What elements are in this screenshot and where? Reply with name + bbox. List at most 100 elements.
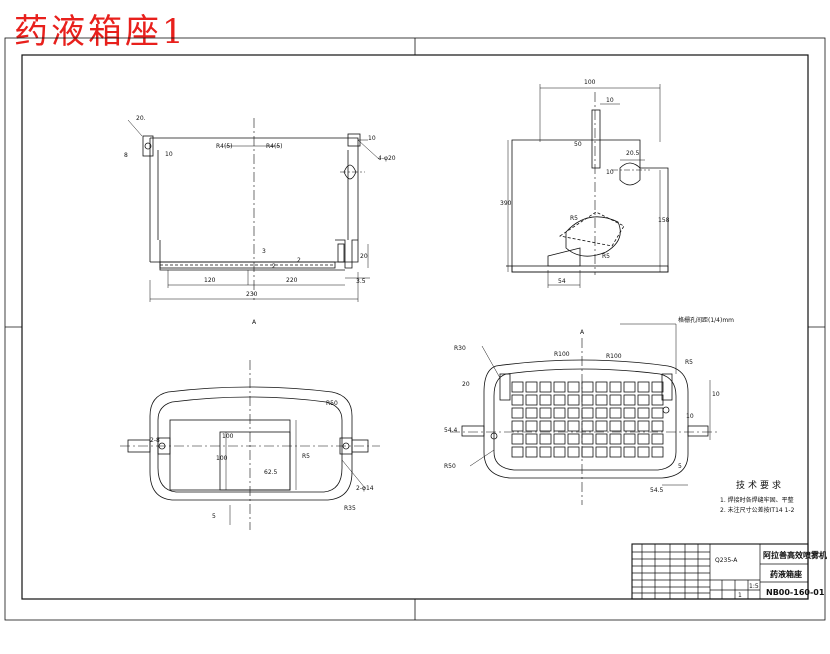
tech-note-line: 1. 焊接时各焊缝牢固、平整 bbox=[720, 496, 794, 504]
grille-slot bbox=[553, 420, 566, 432]
dim-label: 4-φ20 bbox=[378, 155, 396, 162]
tech-notes-heading: 技术要求 bbox=[736, 479, 784, 491]
grille-slot bbox=[511, 446, 524, 458]
dim-label: 5 bbox=[678, 463, 682, 470]
grille-slot bbox=[609, 407, 622, 419]
grille-slot bbox=[539, 420, 552, 432]
grille-slot bbox=[539, 433, 552, 445]
bottom-right-view bbox=[450, 323, 720, 505]
grille-slot bbox=[539, 381, 552, 393]
dim-label: 8 bbox=[124, 152, 128, 159]
dim-label: 2 bbox=[272, 263, 276, 270]
grille-slot bbox=[595, 381, 608, 393]
grille-slot bbox=[637, 381, 650, 393]
grille-slot bbox=[567, 381, 580, 393]
grille-slot bbox=[595, 394, 608, 406]
grille-slot bbox=[609, 446, 622, 458]
grille-slot bbox=[567, 446, 580, 458]
dim-label: R50 bbox=[326, 400, 338, 407]
dim-label: R5 bbox=[685, 359, 693, 366]
grille-slot bbox=[511, 394, 524, 406]
dim-label: 20 bbox=[462, 381, 470, 388]
dim-label: 100 bbox=[222, 433, 234, 440]
grille-slot bbox=[651, 420, 664, 432]
front-view-dimensions: 20. 8 10 R4(5) R4(5) 10 4-φ20 3 2 20 2 1… bbox=[124, 115, 396, 326]
grille-slot bbox=[623, 394, 636, 406]
grille-slot bbox=[651, 394, 664, 406]
dim-label: 158 bbox=[658, 217, 670, 224]
grille-slot bbox=[595, 407, 608, 419]
part-name: 药液箱座 bbox=[770, 569, 802, 579]
grille-slots bbox=[511, 381, 664, 458]
dim-label: R5 bbox=[602, 253, 610, 260]
grille-slot bbox=[553, 433, 566, 445]
title-block bbox=[631, 543, 809, 600]
grille-slot bbox=[567, 394, 580, 406]
grille-slot bbox=[623, 381, 636, 393]
dim-label: 20. bbox=[136, 115, 146, 122]
dim-label: 10 bbox=[712, 391, 720, 398]
grille-slot bbox=[623, 433, 636, 445]
side-view bbox=[506, 84, 669, 288]
grille-slot bbox=[511, 420, 524, 432]
dim-label: R30 bbox=[454, 345, 466, 352]
grille-slot bbox=[609, 433, 622, 445]
grille-slot bbox=[511, 433, 524, 445]
grille-slot bbox=[553, 381, 566, 393]
dim-label: R100 bbox=[606, 353, 622, 360]
dim-label: 62.5 bbox=[264, 469, 278, 476]
grille-slot bbox=[525, 381, 538, 393]
project-name: 阿拉善高效喷雾机 bbox=[763, 550, 827, 560]
grille-slot bbox=[609, 381, 622, 393]
dim-label: R100 bbox=[554, 351, 570, 358]
grille-slot bbox=[525, 394, 538, 406]
bottom-left-view bbox=[120, 360, 380, 530]
dim-label: R4(5) bbox=[216, 143, 233, 150]
dim-label: 格栅孔间距(1/4)mm bbox=[678, 316, 734, 324]
dim-label: R5 bbox=[302, 453, 310, 460]
grille-slot bbox=[525, 433, 538, 445]
dim-label: 100 bbox=[216, 455, 228, 462]
material-code: Q235-A bbox=[715, 557, 738, 564]
dim-label: 5 bbox=[212, 513, 216, 520]
grille-slot bbox=[637, 420, 650, 432]
grille-slot bbox=[511, 407, 524, 419]
dim-label: 54 bbox=[558, 278, 566, 285]
grille-slot bbox=[623, 407, 636, 419]
grille-slot bbox=[609, 394, 622, 406]
dim-label: 54.5 bbox=[650, 487, 664, 494]
grille-slot bbox=[595, 433, 608, 445]
grille-slot bbox=[553, 407, 566, 419]
grille-slot bbox=[637, 446, 650, 458]
grille-slot bbox=[581, 381, 594, 393]
dim-label: R50 bbox=[444, 463, 456, 470]
grille-slot bbox=[651, 407, 664, 419]
grille-slot bbox=[553, 394, 566, 406]
front-view bbox=[127, 118, 381, 302]
grille-slot bbox=[539, 394, 552, 406]
dim-label: 20.5 bbox=[626, 150, 640, 157]
grille-slot bbox=[567, 420, 580, 432]
dim-label: 10 bbox=[686, 413, 694, 420]
grille-slot bbox=[623, 446, 636, 458]
grille-slot bbox=[581, 433, 594, 445]
grille-slot bbox=[511, 381, 524, 393]
dim-label: 220 bbox=[286, 277, 298, 284]
grille-slot bbox=[525, 420, 538, 432]
bottom-left-dimensions: R50 100 100 62.5 R5 2-8 R35 2-φ14 5 bbox=[150, 400, 374, 520]
dim-label: 2-8 bbox=[150, 437, 160, 444]
grille-slot bbox=[525, 407, 538, 419]
section-marker: A bbox=[252, 319, 257, 326]
dim-label: 50 bbox=[574, 141, 582, 148]
bottom-right-dimensions: 格栅孔间距(1/4)mm R30 R100 R100 R5 20 54.4 R5… bbox=[444, 316, 734, 494]
section-marker: A bbox=[580, 329, 585, 336]
tech-note-line: 2. 未注尺寸公差按IT14 1-2 bbox=[720, 506, 795, 514]
grille-slot bbox=[525, 446, 538, 458]
grille-slot bbox=[581, 394, 594, 406]
side-view-dimensions: 100 10 50 20.5 10 390 158 R5 R5 54 bbox=[500, 79, 670, 285]
drawing-title: 药液箱座1 bbox=[14, 12, 187, 52]
sheet-frame bbox=[4, 37, 826, 621]
grille-slot bbox=[595, 420, 608, 432]
technical-requirements: 技术要求 1. 焊接时各焊缝牢固、平整 2. 未注尺寸公差按IT14 1-2 bbox=[720, 479, 795, 514]
